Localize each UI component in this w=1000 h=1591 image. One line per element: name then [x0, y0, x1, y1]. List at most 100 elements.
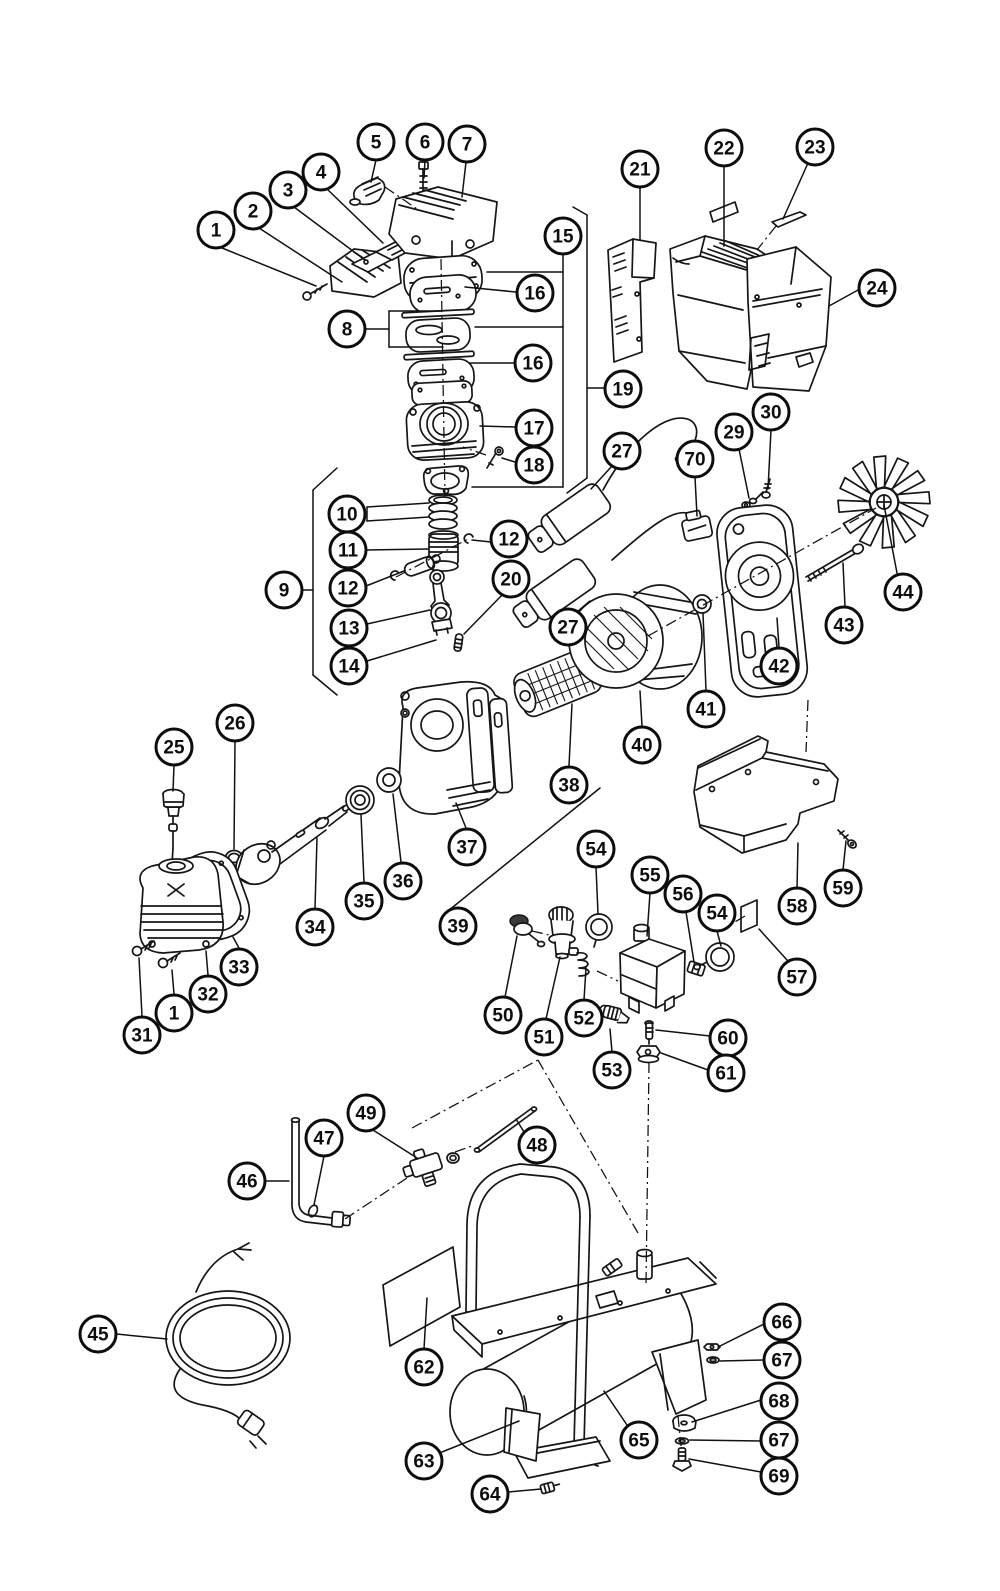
callout-circle[interactable]: [762, 1340, 802, 1380]
callout-circle[interactable]: [447, 124, 487, 164]
callout-circle[interactable]: [327, 309, 367, 349]
callout-circle[interactable]: [619, 1420, 659, 1460]
callout-35-balloon[interactable]: 35: [344, 881, 384, 921]
callout-27-balloon[interactable]: 27: [602, 431, 642, 471]
callout-circle[interactable]: [543, 216, 583, 256]
callout-7-balloon[interactable]: 7: [447, 124, 487, 164]
callout-46-balloon[interactable]: 46: [227, 1161, 267, 1201]
callout-24-balloon[interactable]: 24: [857, 268, 897, 308]
callout-36-balloon[interactable]: 36: [383, 861, 423, 901]
callout-circle[interactable]: [491, 559, 531, 599]
callout-circle[interactable]: [438, 906, 478, 946]
callout-circle[interactable]: [686, 689, 726, 729]
callout-65-balloon[interactable]: 65: [619, 1420, 659, 1460]
callout-circle[interactable]: [759, 1456, 799, 1496]
callout-circle[interactable]: [751, 392, 791, 432]
callout-circle[interactable]: [602, 431, 642, 471]
callout-5-balloon[interactable]: 5: [356, 122, 396, 162]
callout-40-balloon[interactable]: 40: [622, 725, 662, 765]
callout-circle[interactable]: [622, 725, 662, 765]
callout-circle[interactable]: [328, 568, 368, 608]
callout-49-balloon[interactable]: 49: [346, 1093, 386, 1133]
callout-41-balloon[interactable]: 41: [686, 689, 726, 729]
callout-55-balloon[interactable]: 55: [630, 855, 670, 895]
callout-circle[interactable]: [697, 893, 737, 933]
callout-circle[interactable]: [549, 765, 589, 805]
callout-29-balloon[interactable]: 29: [714, 412, 754, 452]
callout-64-balloon[interactable]: 64: [470, 1474, 510, 1514]
callout-circle[interactable]: [154, 993, 194, 1033]
callout-circle[interactable]: [706, 1053, 746, 1093]
callout-34-balloon[interactable]: 34: [295, 907, 335, 947]
callout-circle[interactable]: [777, 957, 817, 997]
callout-47-balloon[interactable]: 47: [304, 1118, 344, 1158]
callout-56-balloon[interactable]: 56: [663, 874, 703, 914]
callout-2-balloon[interactable]: 2: [233, 191, 273, 231]
callout-circle[interactable]: [346, 1093, 386, 1133]
callout-31-balloon[interactable]: 31: [122, 1015, 162, 1055]
callout-10-balloon[interactable]: 10: [327, 494, 367, 534]
callout-16-balloon[interactable]: 16: [515, 273, 555, 313]
callout-30-balloon[interactable]: 30: [751, 392, 791, 432]
callout-43-balloon[interactable]: 43: [824, 605, 864, 645]
callout-20-balloon[interactable]: 20: [491, 559, 531, 599]
callout-67-balloon[interactable]: 67: [762, 1340, 802, 1380]
callout-circle[interactable]: [714, 412, 754, 452]
callout-circle[interactable]: [823, 868, 863, 908]
callout-circle[interactable]: [514, 445, 554, 485]
callout-23-balloon[interactable]: 23: [795, 127, 835, 167]
callout-37-balloon[interactable]: 37: [447, 827, 487, 867]
callout-circle[interactable]: [329, 646, 369, 686]
callout-44-balloon[interactable]: 44: [883, 572, 923, 612]
callout-3-balloon[interactable]: 3: [268, 170, 308, 210]
callout-22-balloon[interactable]: 22: [704, 128, 744, 168]
callout-circle[interactable]: [777, 886, 817, 926]
callout-61-balloon[interactable]: 61: [706, 1053, 746, 1093]
callout-63-balloon[interactable]: 63: [404, 1441, 444, 1481]
callout-circle[interactable]: [295, 907, 335, 947]
callout-42-balloon[interactable]: 42: [759, 646, 799, 686]
callout-circle[interactable]: [524, 1017, 564, 1057]
callout-57-balloon[interactable]: 57: [777, 957, 817, 997]
callout-58-balloon[interactable]: 58: [777, 886, 817, 926]
callout-19-balloon[interactable]: 19: [603, 369, 643, 409]
callout-circle[interactable]: [383, 861, 423, 901]
callout-67-balloon[interactable]: 67: [759, 1420, 799, 1460]
callout-circle[interactable]: [404, 1347, 444, 1387]
callout-circle[interactable]: [576, 829, 616, 869]
callout-circle[interactable]: [219, 947, 259, 987]
callout-circle[interactable]: [675, 439, 715, 479]
callout-circle[interactable]: [592, 1050, 632, 1090]
callout-16-balloon[interactable]: 16: [513, 343, 553, 383]
callout-6-balloon[interactable]: 6: [405, 122, 445, 162]
callout-circle[interactable]: [233, 191, 273, 231]
callout-circle[interactable]: [548, 607, 588, 647]
callout-4-balloon[interactable]: 4: [301, 152, 341, 192]
callout-circle[interactable]: [762, 1302, 802, 1342]
callout-33-balloon[interactable]: 33: [219, 947, 259, 987]
callout-68-balloon[interactable]: 68: [759, 1381, 799, 1421]
callout-circle[interactable]: [513, 343, 553, 383]
callout-53-balloon[interactable]: 53: [592, 1050, 632, 1090]
callout-39-balloon[interactable]: 39: [438, 906, 478, 946]
callout-26-balloon[interactable]: 26: [215, 703, 255, 743]
callout-1-balloon[interactable]: 1: [196, 210, 236, 250]
callout-circle[interactable]: [154, 727, 194, 767]
callout-circle[interactable]: [620, 149, 660, 189]
callout-12-balloon[interactable]: 12: [328, 568, 368, 608]
callout-circle[interactable]: [405, 122, 445, 162]
callout-circle[interactable]: [196, 210, 236, 250]
callout-circle[interactable]: [483, 995, 523, 1035]
callout-circle[interactable]: [857, 268, 897, 308]
callout-circle[interactable]: [301, 152, 341, 192]
callout-circle[interactable]: [215, 703, 255, 743]
callout-circle[interactable]: [663, 874, 703, 914]
callout-circle[interactable]: [489, 519, 529, 559]
callout-circle[interactable]: [759, 646, 799, 686]
callout-8-balloon[interactable]: 8: [327, 309, 367, 349]
callout-circle[interactable]: [264, 570, 304, 610]
callout-circle[interactable]: [883, 572, 923, 612]
callout-circle[interactable]: [122, 1015, 162, 1055]
callout-45-balloon[interactable]: 45: [78, 1314, 118, 1354]
callout-21-balloon[interactable]: 21: [620, 149, 660, 189]
